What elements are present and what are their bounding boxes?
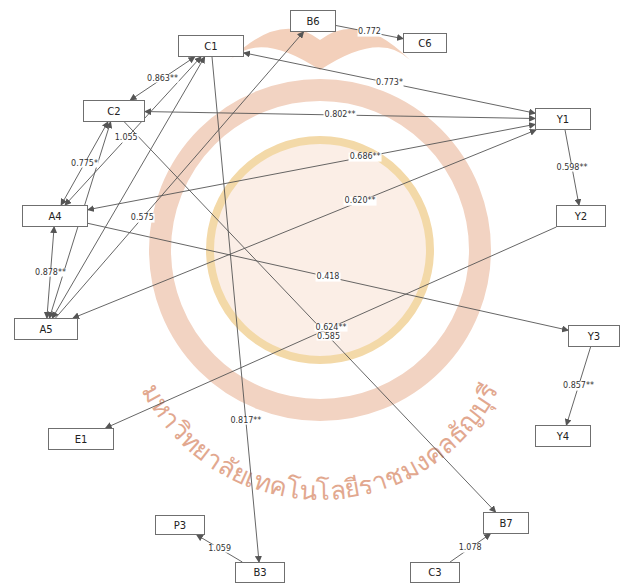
path-coefficient: 1.078 [458, 544, 483, 553]
variable-box: Y4 [535, 425, 591, 447]
variable-box: A4 [22, 205, 88, 227]
watermark-emblem [210, 140, 430, 360]
path-coefficient: 0.863** [146, 74, 179, 83]
variable-name: C6 [412, 38, 437, 49]
path-arrow [244, 53, 535, 113]
path-coefficient: 0.773* [375, 79, 404, 88]
watermark-text: มหาวิทยาลัยเทคโนโลยีราชมงคลธัญบุรี [136, 379, 504, 507]
path-arrow [88, 223, 568, 330]
variable-name: B6 [300, 16, 325, 27]
path-coefficient: 0.802** [324, 111, 357, 120]
path-coefficient: 0.624** [315, 323, 348, 332]
variable-name: P3 [168, 520, 192, 531]
path-coefficient: 0.575 [130, 213, 155, 222]
path-coefficient: 0.857** [562, 382, 595, 391]
variable-name: C1 [198, 41, 223, 52]
variable-box: Y1 [535, 108, 591, 130]
path-arrow [52, 57, 204, 318]
path-arrow [450, 534, 490, 562]
path-arrow [124, 122, 495, 512]
variable-box: Y2 [556, 205, 606, 227]
path-coefficient: 1.059 [207, 544, 232, 553]
path-arrow [106, 227, 557, 428]
path-coefficient: 0.817** [229, 416, 262, 425]
path-coefficient: 1.055 [114, 134, 139, 143]
variable-box: C1 [178, 35, 244, 57]
variable-name: C3 [422, 567, 447, 578]
path-arrow [73, 130, 536, 318]
path-coefficient: 0.620** [344, 197, 377, 206]
variable-name: B3 [247, 567, 272, 578]
path-coefficient: 0.772 [357, 28, 382, 37]
variable-box: B6 [290, 10, 336, 32]
path-arrow [212, 57, 259, 562]
path-coefficient: 0.878** [34, 268, 67, 277]
variable-name: A5 [33, 324, 58, 335]
path-coefficient: 0.585 [316, 332, 341, 341]
path-coefficient: 0.598** [556, 163, 589, 172]
path-arrow [145, 112, 535, 119]
variable-name: Y3 [582, 331, 606, 342]
variable-name: Y1 [551, 114, 575, 125]
variable-name: A4 [42, 211, 67, 222]
variable-name: Y2 [569, 211, 593, 222]
variable-box: B3 [235, 562, 285, 583]
variable-box: B7 [483, 512, 529, 534]
path-coefficient: 0.418 [316, 272, 341, 281]
variable-box: Y3 [568, 325, 620, 347]
path-arrow [88, 124, 535, 209]
path-arrow [56, 32, 304, 318]
variable-name: Y4 [551, 431, 575, 442]
path-coefficient: 0.775* [70, 159, 99, 168]
watermark-text: มหาวิทยาลัยเทคโนโลยีราชมงคลธัญบุรี [136, 379, 504, 507]
path-arrow [61, 122, 108, 205]
variable-box: C2 [83, 100, 145, 122]
variable-name: C2 [101, 106, 126, 117]
variable-box: C3 [410, 562, 460, 583]
variable-box: A5 [14, 318, 78, 340]
variable-box: P3 [155, 515, 205, 535]
path-arrow [197, 535, 242, 562]
path-arrow [336, 26, 403, 39]
path-coefficient: 0.686** [349, 152, 382, 161]
path-arrow [130, 57, 194, 100]
variable-name: B7 [493, 518, 518, 529]
variable-box: C6 [403, 33, 447, 53]
variable-name: E1 [69, 434, 94, 445]
variable-box: E1 [48, 428, 114, 450]
